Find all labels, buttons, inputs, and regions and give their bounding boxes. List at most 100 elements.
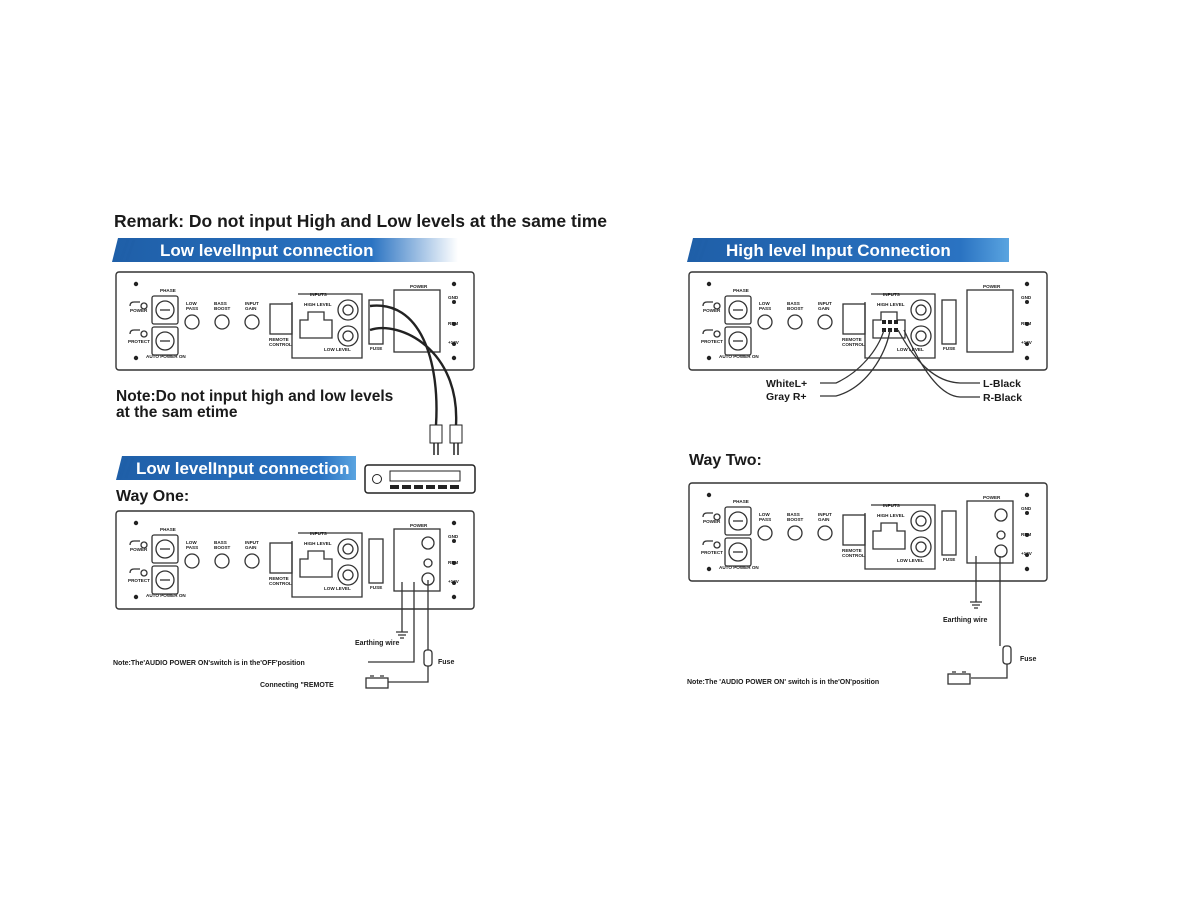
- svg-text:HIGH LEVEL: HIGH LEVEL: [877, 513, 905, 518]
- svg-text:LOW: LOW: [759, 512, 770, 517]
- svg-text:GAIN: GAIN: [245, 306, 257, 311]
- svg-text:+12V: +12V: [1021, 551, 1033, 556]
- svg-text:INPUTS: INPUTS: [310, 531, 327, 536]
- rca-cables: [369, 304, 463, 455]
- wire-gray-r: Gray R+: [766, 391, 807, 403]
- wire-r-black: R-Black: [983, 392, 1022, 404]
- svg-text:LOW: LOW: [186, 301, 197, 306]
- svg-text:REMOTE: REMOTE: [842, 337, 862, 342]
- svg-text:BASS: BASS: [787, 512, 800, 517]
- svg-text:PASS: PASS: [186, 545, 198, 550]
- amplifier-panel-1: PHASE POWER PROTECT AUTO POWER ON LOW PA…: [115, 271, 475, 371]
- svg-text:PHASE: PHASE: [160, 527, 176, 532]
- svg-text:LOW LEVEL: LOW LEVEL: [897, 558, 924, 563]
- earthing-wire-label-1: Earthing wire: [355, 640, 399, 647]
- svg-text:AUTO POWER ON: AUTO POWER ON: [146, 593, 186, 598]
- way-one-label: Way One:: [116, 488, 189, 505]
- svg-text:HIGH LEVEL: HIGH LEVEL: [304, 541, 332, 546]
- svg-text:AUTO POWER ON: AUTO POWER ON: [719, 354, 759, 359]
- earthing-wire-label-2: Earthing wire: [943, 617, 987, 624]
- svg-text:LOW: LOW: [759, 301, 770, 306]
- svg-text:CONTROL: CONTROL: [842, 553, 865, 558]
- svg-text:PROTECT: PROTECT: [128, 339, 150, 344]
- svg-text:PHASE: PHASE: [160, 288, 176, 293]
- svg-text:REMOTE: REMOTE: [269, 337, 289, 342]
- connecting-remote-label: Connecting "REMOTE: [260, 682, 334, 689]
- svg-text:POWER: POWER: [410, 523, 428, 528]
- svg-text:REM: REM: [1021, 321, 1031, 326]
- svg-text:BOOST: BOOST: [787, 517, 804, 522]
- svg-text:HIGH LEVEL: HIGH LEVEL: [304, 302, 332, 307]
- svg-text:FUSE: FUSE: [943, 346, 955, 351]
- svg-text:+12V: +12V: [1021, 340, 1033, 345]
- svg-text:PROTECT: PROTECT: [128, 578, 150, 583]
- svg-text:PASS: PASS: [186, 306, 198, 311]
- svg-text:CONTROL: CONTROL: [269, 342, 292, 347]
- svg-text:INPUT: INPUT: [818, 512, 832, 517]
- wire-white-l: WhiteL+: [766, 378, 807, 390]
- header-high-level: High level Input Connection: [687, 238, 1009, 262]
- svg-text:POWER: POWER: [130, 547, 148, 552]
- amp2-labels: PHASE POWER PROTECT AUTO POWER ON LOW PA…: [128, 523, 460, 598]
- svg-text:CONTROL: CONTROL: [842, 342, 865, 347]
- note-off-position: Note:The'AUDIO POWER ON'switch is in the…: [113, 660, 305, 667]
- svg-text:PROTECT: PROTECT: [701, 550, 723, 555]
- way-two-label: Way Two:: [689, 452, 762, 469]
- svg-text:REM: REM: [448, 321, 458, 326]
- fuse-label-1: Fuse: [438, 659, 454, 666]
- header-low-level-1-text: Low levelInput connection: [160, 241, 373, 260]
- svg-text:FUSE: FUSE: [943, 557, 955, 562]
- svg-text:INPUTS: INPUTS: [883, 292, 900, 297]
- svg-text:GAIN: GAIN: [818, 517, 830, 522]
- svg-text:FUSE: FUSE: [370, 585, 382, 590]
- svg-text:GAIN: GAIN: [818, 306, 830, 311]
- svg-text:PASS: PASS: [759, 517, 771, 522]
- svg-text:BASS: BASS: [787, 301, 800, 306]
- svg-text:INPUT: INPUT: [245, 301, 259, 306]
- svg-text:INPUT: INPUT: [818, 301, 832, 306]
- amplifier-panel-3: PHASE POWER PROTECT AUTO POWER ON LOW PA…: [688, 271, 1048, 371]
- svg-text:BOOST: BOOST: [214, 545, 231, 550]
- svg-text:PHASE: PHASE: [733, 499, 749, 504]
- svg-text:REMOTE: REMOTE: [269, 576, 289, 581]
- svg-text:GAIN: GAIN: [245, 545, 257, 550]
- svg-text:BOOST: BOOST: [787, 306, 804, 311]
- svg-text:AUTO POWER ON: AUTO POWER ON: [146, 354, 186, 359]
- svg-text:CONTROL: CONTROL: [269, 581, 292, 586]
- amplifier-panel-2: PHASE POWER PROTECT AUTO POWER ON LOW PA…: [115, 510, 475, 610]
- svg-text:POWER: POWER: [703, 519, 721, 524]
- amplifier-panel-4: PHASE POWER PROTECT AUTO POWER ON LOW PA…: [688, 482, 1048, 582]
- svg-text:POWER: POWER: [410, 284, 428, 289]
- header-low-level-1: Low levelInput connection: [112, 238, 458, 262]
- svg-text:BASS: BASS: [214, 301, 227, 306]
- svg-text:GND: GND: [1021, 295, 1032, 300]
- wire-l-black: L-Black: [983, 378, 1021, 390]
- header-low-level-2-text: Low levelInput connection: [136, 459, 349, 478]
- amp1-labels: PHASE POWER PROTECT AUTO POWER ON LOW PA…: [128, 284, 460, 359]
- amp4-labels: PHASE POWER PROTECT AUTO POWER ON LOW PA…: [701, 495, 1033, 570]
- svg-text:POWER: POWER: [130, 308, 148, 313]
- header-low-level-2: Low levelInput connection: [116, 456, 356, 480]
- svg-text:REMOTE: REMOTE: [842, 548, 862, 553]
- svg-text:HIGH LEVEL: HIGH LEVEL: [877, 302, 905, 307]
- svg-text:REM: REM: [448, 560, 458, 565]
- head-unit: [364, 464, 476, 494]
- svg-text:PHASE: PHASE: [733, 288, 749, 293]
- svg-text:GND: GND: [1021, 506, 1032, 511]
- svg-text:GND: GND: [448, 295, 459, 300]
- svg-text:POWER: POWER: [983, 284, 1001, 289]
- svg-text:FUSE: FUSE: [370, 346, 382, 351]
- svg-text:LOW LEVEL: LOW LEVEL: [324, 347, 351, 352]
- svg-text:PASS: PASS: [759, 306, 771, 311]
- high-level-wires: [820, 329, 980, 398]
- svg-text:LOW: LOW: [186, 540, 197, 545]
- svg-text:GND: GND: [448, 534, 459, 539]
- remark-text: Remark: Do not input High and Low levels…: [114, 211, 607, 231]
- svg-text:BASS: BASS: [214, 540, 227, 545]
- svg-text:POWER: POWER: [703, 308, 721, 313]
- svg-text:INPUTS: INPUTS: [883, 503, 900, 508]
- svg-text:REM: REM: [1021, 532, 1031, 537]
- way-two-wiring: [947, 556, 1012, 685]
